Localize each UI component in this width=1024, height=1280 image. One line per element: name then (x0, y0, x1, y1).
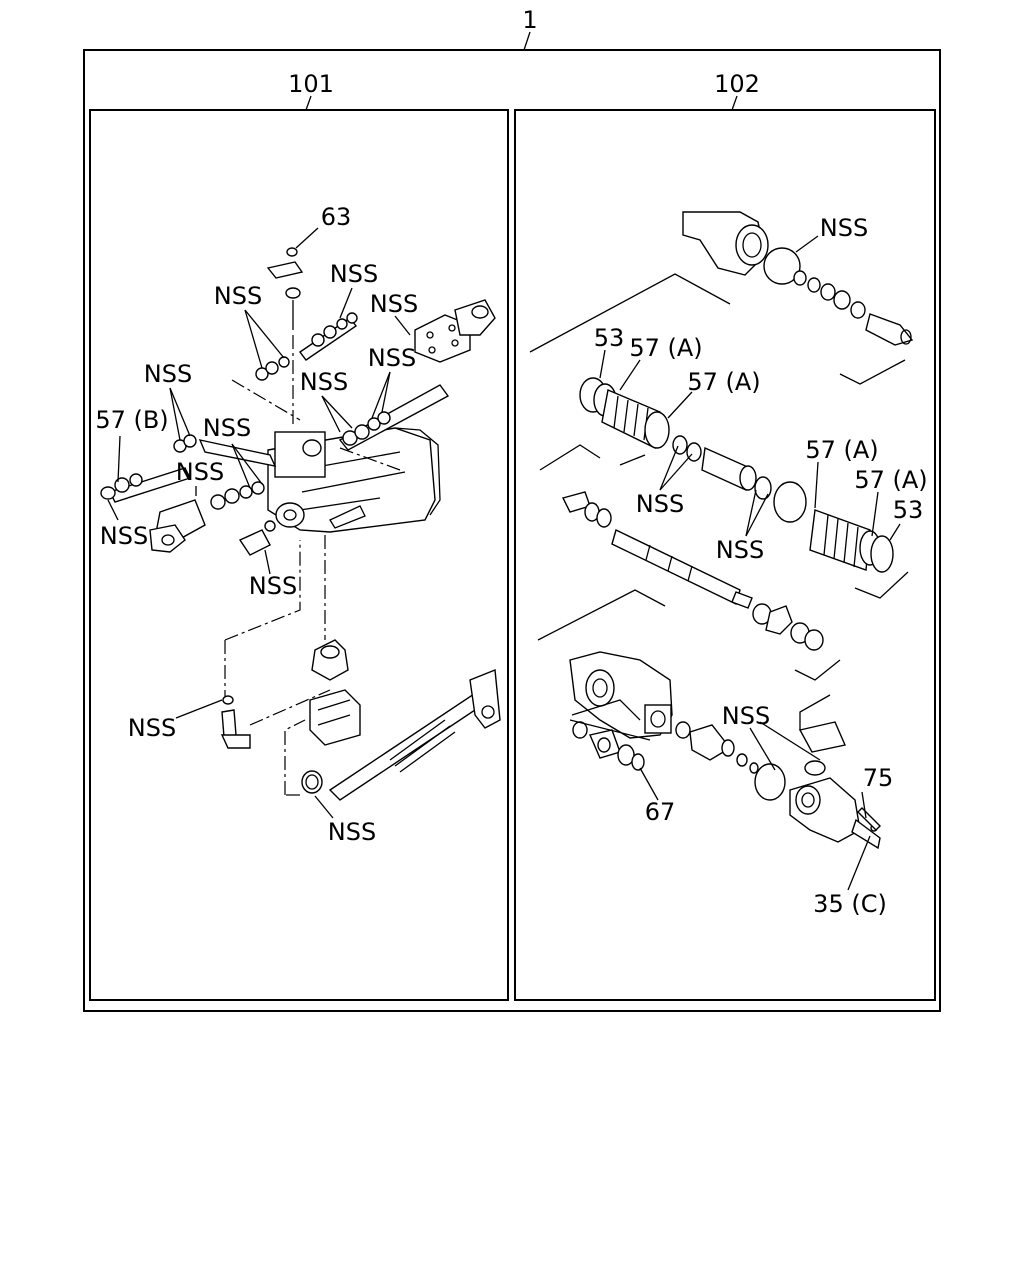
panel-101-callouts: 63 NSS NSS NSS NSS NSS NSS 57 (B) NSS NS… (95, 203, 418, 846)
callout-nss-d: NSS (368, 344, 416, 372)
callout-75: 75 (863, 764, 894, 792)
panel-102-number: 102 (714, 70, 760, 98)
panel-101-number: 101 (288, 70, 334, 98)
callout-57a-1: 57 (A) (629, 334, 702, 362)
callout-63: 63 (321, 203, 352, 231)
panel-102-leaders (599, 235, 901, 891)
callout-57a-2: 57 (A) (687, 368, 760, 396)
callout-35c: 35 (C) (813, 890, 887, 918)
callout-nss-j: NSS (249, 572, 297, 600)
assembly-frame (83, 49, 941, 1012)
callout-nss-f: NSS (144, 360, 192, 388)
callout-57a-3: 57 (A) (805, 436, 878, 464)
callout-nss-top: NSS (820, 214, 868, 242)
callout-53-b: 53 (893, 496, 924, 524)
callout-57b: 57 (B) (95, 406, 168, 434)
callout-nss-n: NSS (716, 536, 764, 564)
callout-53-a: 53 (594, 324, 625, 352)
panel-102-frame (514, 109, 936, 1001)
panel-101-drawing (100, 247, 501, 801)
panel-101-frame (89, 109, 509, 1001)
callout-nss-g: NSS (203, 414, 251, 442)
callout-57a-4: 57 (A) (854, 466, 927, 494)
callout-nss-i: NSS (100, 522, 148, 550)
assembly-number: 1 (522, 6, 537, 34)
callout-nss-b: NSS (214, 282, 262, 310)
callout-67: 67 (645, 798, 676, 826)
panel-102-drawing (529, 211, 914, 850)
panel-102-callouts: NSS 53 57 (A) 57 (A) NSS NSS 57 (A) 57 (… (594, 214, 928, 918)
callout-nss-o: NSS (722, 702, 770, 730)
callout-nss-a: NSS (330, 260, 378, 288)
callout-nss-c: NSS (370, 290, 418, 318)
callout-nss-l: NSS (328, 818, 376, 846)
callout-nss-k: NSS (128, 714, 176, 742)
callout-nss-e: NSS (300, 368, 348, 396)
callout-nss-m: NSS (636, 490, 684, 518)
callout-nss-h: NSS (176, 458, 224, 486)
panel-101-leaders (107, 227, 411, 819)
